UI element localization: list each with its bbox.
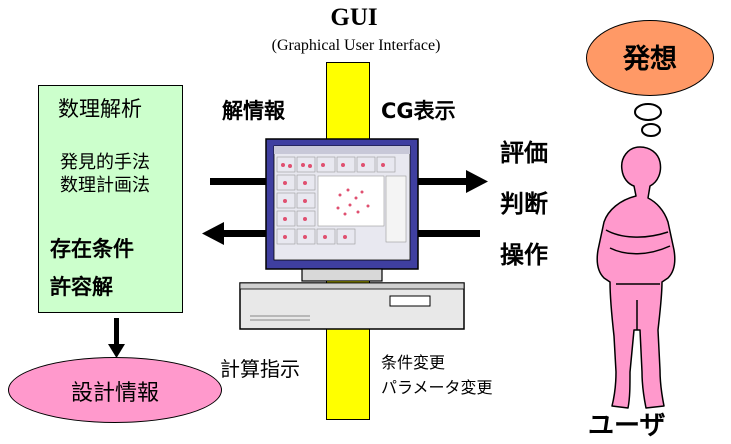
judge-label: 判断	[500, 190, 548, 218]
design-info-label: 設計情報	[70, 381, 159, 406]
idea-label: 発想	[623, 44, 677, 75]
cg-display-label: CG表示	[381, 99, 456, 123]
user-figure	[596, 146, 676, 409]
gui-subtitle: (Graphical User Interface)	[271, 37, 441, 54]
operate-label: 操作	[500, 241, 548, 269]
solution-info-label: 解情報	[222, 99, 285, 123]
allowable-solution: 許容解	[50, 275, 113, 299]
evaluate-label: 評価	[500, 139, 548, 167]
arrow-to-design-info	[108, 318, 125, 358]
calc-instruction-label: 計算指示	[220, 357, 300, 381]
parameter-change-label: パラメータ変更	[381, 378, 493, 397]
design-info-ellipse	[8, 357, 222, 423]
gui-title: GUI	[330, 4, 378, 31]
condition-change-label: 条件変更	[381, 353, 446, 372]
method-heuristic: 発見的手法	[60, 152, 150, 173]
existence-condition: 存在条件	[50, 237, 134, 261]
computer-body	[239, 282, 465, 330]
math-analysis-box	[38, 85, 183, 313]
user-label: ユーザ	[588, 411, 666, 441]
thought-bubble-small	[641, 123, 661, 137]
thought-bubble-large	[634, 103, 662, 121]
monitor	[265, 138, 419, 282]
idea-bubble	[586, 20, 714, 96]
math-analysis-title: 数理解析	[58, 97, 142, 121]
method-math-programming: 数理計画法	[60, 175, 150, 196]
